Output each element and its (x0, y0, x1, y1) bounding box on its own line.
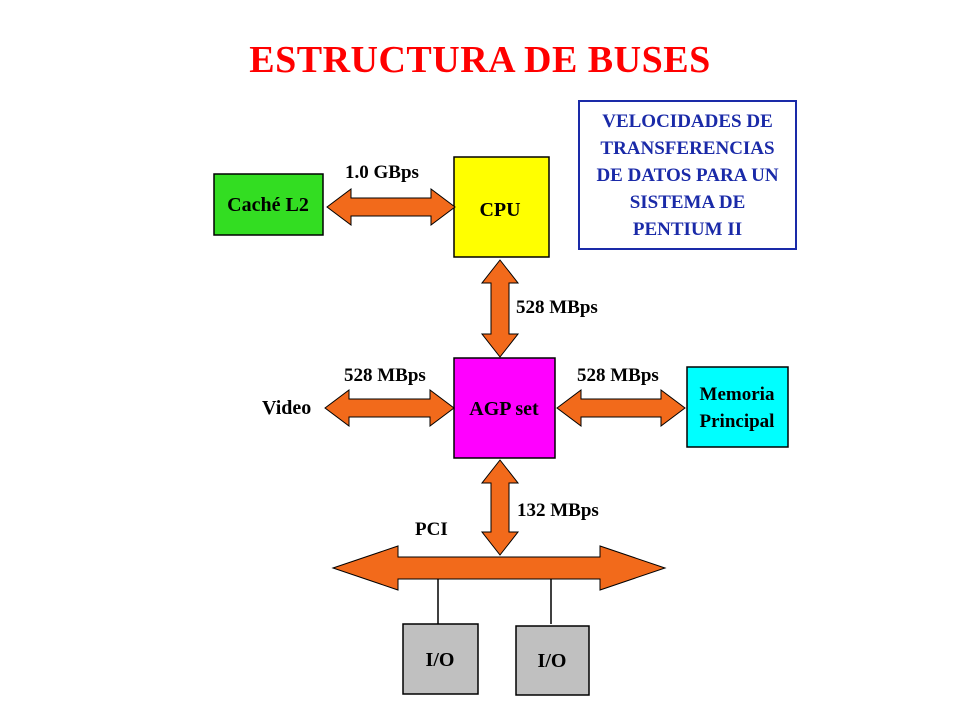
cpu-agp-arrow (480, 259, 520, 358)
page-title: ESTRUCTURA DE BUSES (249, 39, 711, 81)
video-agp-speed: 528 MBps (344, 365, 426, 386)
io-1-label: I/O (426, 649, 455, 671)
info-box: VELOCIDADES DE TRANSFERENCIAS DE DATOS P… (578, 100, 797, 250)
agp-memory-speed: 528 MBps (577, 365, 659, 386)
io-2-box (515, 625, 590, 696)
agp-pci-speed: 132 MBps (517, 500, 599, 521)
info-line: VELOCIDADES DE (602, 111, 773, 132)
io-2-label: I/O (538, 650, 567, 672)
cpu-agp-speed: 528 MBps (516, 297, 598, 318)
info-line: DE DATOS PARA UN (596, 165, 779, 186)
memory-label-line1: Memoria (700, 384, 775, 405)
cache-label: Caché L2 (227, 194, 309, 216)
pci-bus-arrow (331, 545, 667, 591)
video-agp-arrow (324, 389, 455, 427)
cpu-label: CPU (479, 199, 520, 221)
info-line: PENTIUM II (632, 219, 743, 240)
info-line: SISTEMA DE (629, 192, 746, 213)
agp-label: AGP set (469, 398, 539, 420)
cache-cpu-speed: 1.0 GBps (345, 162, 419, 183)
video-label: Video (262, 397, 311, 419)
pci-label: PCI (415, 519, 448, 540)
info-line: TRANSFERENCIAS (600, 138, 775, 159)
memory-box (686, 366, 789, 448)
cache-box (213, 173, 324, 236)
agp-memory-arrow (556, 389, 686, 427)
cache-cpu-arrow (326, 188, 456, 226)
memory-label-line2: Principal (700, 411, 775, 432)
agp-box (453, 357, 556, 459)
agp-pci-arrow (480, 459, 520, 556)
io-1-box (402, 623, 479, 695)
